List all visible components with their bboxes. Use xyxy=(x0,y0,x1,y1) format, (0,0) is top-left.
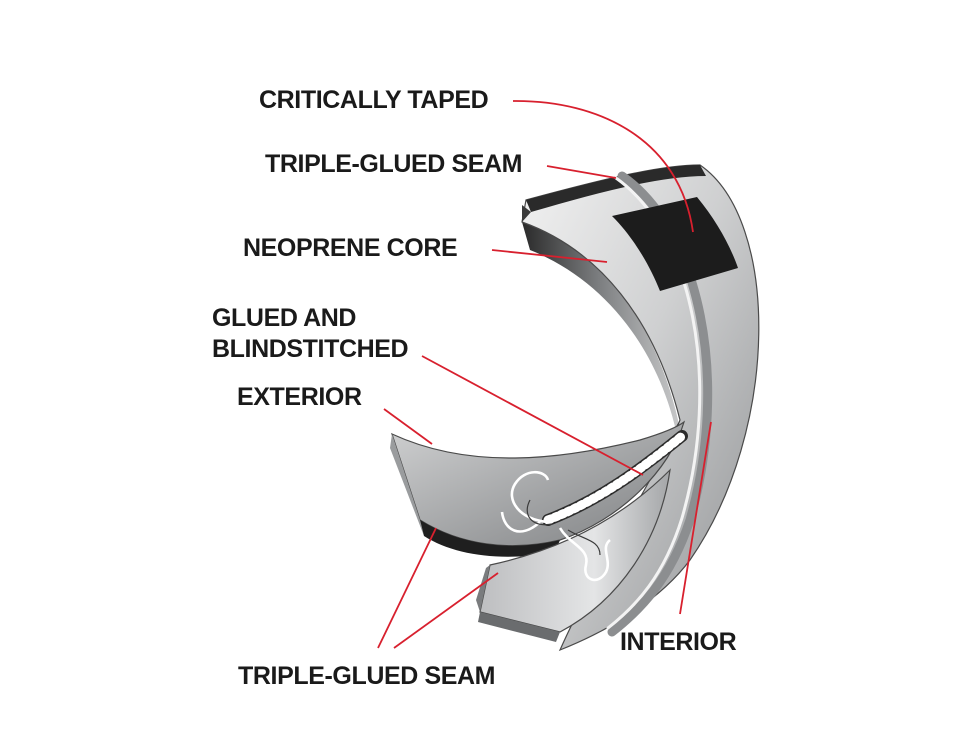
thread-left-shadow xyxy=(526,499,553,526)
leader-exterior xyxy=(383,408,433,445)
interior-face xyxy=(522,222,678,440)
leader-interior xyxy=(679,421,712,615)
blindstitch-loops xyxy=(543,431,687,525)
exterior-flap xyxy=(391,420,686,547)
label-triple-glued-seam-top: TRIPLE-GLUED SEAM xyxy=(265,150,523,178)
label-critically-taped: CRITICALLY TAPED xyxy=(259,86,489,114)
top-cut-edge-face xyxy=(522,205,531,222)
leader-seam-bottom-left xyxy=(377,527,437,649)
interior-strip-end xyxy=(476,565,490,612)
label-glued-and-blindstitched-line1: GLUED AND xyxy=(212,304,357,332)
leader-neoprene-core xyxy=(491,249,608,263)
critically-taped-patch xyxy=(612,197,738,291)
thread-bottom xyxy=(558,527,611,582)
label-exterior: EXTERIOR xyxy=(237,383,362,411)
top-cut-edge xyxy=(526,165,706,212)
leader-triple-glued-seam-top xyxy=(546,165,617,179)
leader-glued-blindstitched xyxy=(421,355,644,476)
label-glued-and-blindstitched-line2: BLINDSTITCHED xyxy=(212,335,409,363)
label-neoprene-core: NEOPRENE CORE xyxy=(243,234,458,262)
label-triple-glued-seam-bottom: TRIPLE-GLUED SEAM xyxy=(238,662,496,690)
leader-seam-bottom-right xyxy=(393,572,499,649)
exterior-flap-bottom-edge xyxy=(420,520,560,557)
interior-strip-bottom xyxy=(478,612,560,642)
thread-bottom-shadow xyxy=(567,529,601,556)
leader-critically-taped xyxy=(512,100,694,233)
exterior-flap-edge xyxy=(390,434,424,536)
label-interior: INTERIOR xyxy=(620,628,737,656)
interior-strip xyxy=(479,468,671,633)
leader-lines xyxy=(377,100,712,649)
